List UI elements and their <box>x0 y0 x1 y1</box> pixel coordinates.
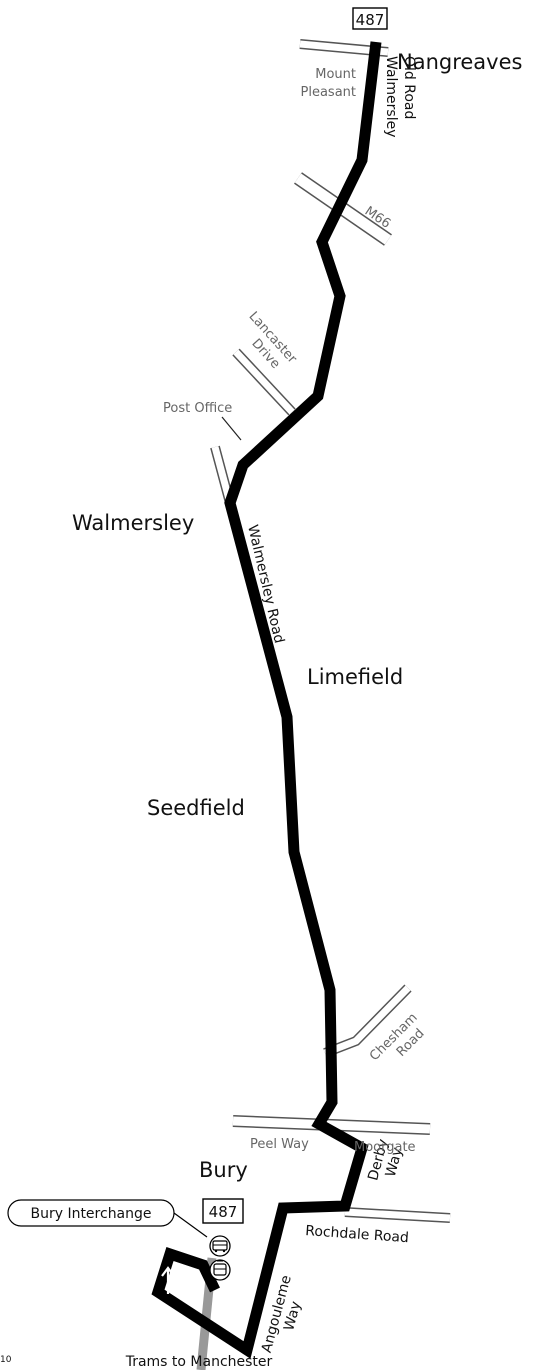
bus-icon <box>209 1235 231 1257</box>
minor-label-moorgate: Moorgate <box>354 1140 416 1155</box>
place-nangreaves: Nangreaves <box>397 50 522 74</box>
road-label-angouleme-way-line2: Way <box>281 1300 304 1333</box>
bury-interchange-label: Bury Interchange <box>30 1206 151 1222</box>
minor-roads <box>210 39 451 1223</box>
post-office-pointer <box>221 416 242 441</box>
lancaster-drive-road <box>232 348 296 416</box>
minor-label-peel-way: Peel Way <box>250 1137 309 1152</box>
minor-label-mount-pleasant-1: Mount <box>315 67 356 82</box>
road-label-walmersley-old-road-line1: Walmersley <box>383 56 399 138</box>
place-walmersley: Walmersley <box>72 511 194 535</box>
tram-icon <box>209 1259 231 1281</box>
trams-label: Trams to Manchester <box>125 1354 273 1370</box>
rochdale-road-road <box>344 1207 451 1223</box>
road-label-walmersley-old-road: Walmersley Old Road <box>383 56 417 138</box>
interchange-connector <box>173 1212 208 1238</box>
place-seedfield: Seedfield <box>147 796 245 820</box>
place-bury: Bury <box>199 1158 248 1182</box>
route-number-top: 487 <box>352 7 388 30</box>
place-limefield: Limefield <box>307 665 403 689</box>
road-label-derby-way-line2: Way <box>383 1146 406 1179</box>
route-number-bury-label: 487 <box>209 1203 238 1221</box>
route-number-bury: 487 <box>202 1198 244 1224</box>
page-number-fragment: 10 <box>0 1355 12 1365</box>
road-label-rochdale-road: Rochdale Road <box>305 1223 410 1246</box>
direction-arrow-icon <box>161 1266 175 1294</box>
route-number-top-label: 487 <box>356 11 385 29</box>
minor-label-mount-pleasant-2: Pleasant <box>301 85 357 100</box>
road-label-walmersley-old-road-line2: Old Road <box>401 56 417 119</box>
bury-interchange-stop[interactable]: Bury Interchange <box>7 1199 175 1227</box>
bus-route-line <box>151 41 382 1359</box>
minor-label-post-office: Post Office <box>163 401 232 416</box>
